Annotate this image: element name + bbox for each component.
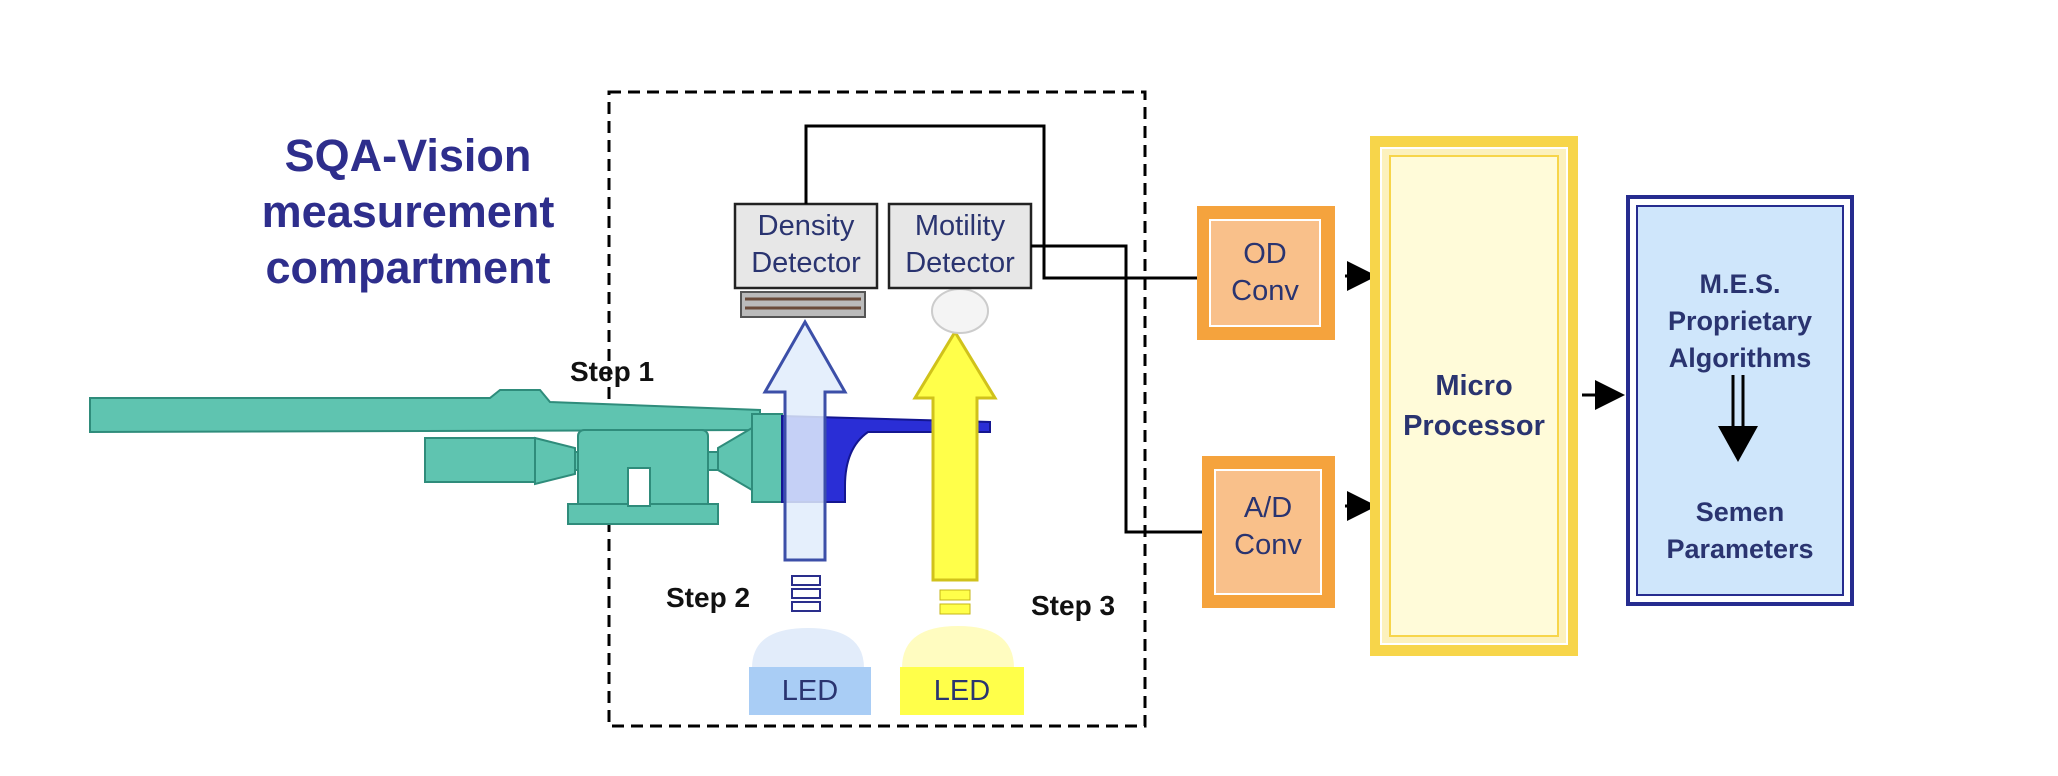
blue-led-label: LED — [781, 675, 839, 707]
motility-lens — [931, 288, 989, 334]
signal-wiring — [804, 124, 1202, 534]
algorithms-line-3: Algorithms — [1668, 343, 1812, 373]
od-converter — [1197, 206, 1335, 340]
ad-converter-line-1: A/D — [1243, 492, 1293, 524]
step-3-label: Step 3 — [1031, 590, 1116, 621]
algorithms-label: M.E.S. Proprietary Algorithms — [1637, 266, 1843, 377]
semen-parameters-label: Semen Parameters — [1637, 494, 1843, 568]
semen-parameters-line-1: Semen — [1695, 497, 1785, 527]
od-converter-label: OD Conv — [1210, 236, 1320, 310]
ad-converter — [1202, 456, 1335, 608]
compartment-title: SQA-Vision measurement compartment — [228, 128, 588, 296]
step-1-label: Step 1 — [570, 356, 655, 387]
algorithms-line-2: Proprietary — [1667, 306, 1813, 336]
testing-device — [89, 389, 783, 525]
algorithms-output-arrow — [1718, 375, 1758, 462]
processor-line-2: Processor — [1403, 410, 1545, 442]
processor-label: Micro Processor — [1390, 366, 1558, 446]
density-detector-line-2: Detector — [751, 247, 861, 279]
motility-detector-line-1: Motility — [914, 210, 1006, 242]
blue-led — [749, 667, 871, 715]
density-light-arrow — [762, 318, 848, 562]
step-2-label: Step 2 — [666, 582, 751, 613]
yellow-led-dome — [902, 626, 1014, 668]
yellow-led — [900, 667, 1024, 715]
title-line-2: measurement — [261, 186, 555, 237]
motility-light-arrow — [912, 329, 998, 615]
motility-detector-label: Motility Detector — [889, 208, 1031, 282]
algorithms-box — [1626, 195, 1854, 606]
density-detector-label: Density Detector — [735, 208, 877, 282]
algorithms-line-1: M.E.S. — [1699, 269, 1781, 299]
semen-parameters-line-2: Parameters — [1666, 534, 1814, 564]
title-line-3: compartment — [265, 242, 551, 293]
processor-line-1: Micro — [1435, 370, 1513, 402]
title-line-1: SQA-Vision — [284, 130, 532, 181]
blue-led-dome — [752, 628, 864, 668]
ad-converter-line-2: Conv — [1234, 529, 1302, 561]
ad-converter-label: A/D Conv — [1215, 490, 1321, 564]
sample-chamber — [781, 414, 991, 503]
motility-detector — [887, 202, 1033, 290]
density-detector-line-1: Density — [757, 210, 855, 242]
yellow-led-label: LED — [933, 675, 991, 707]
density-sensor-plate — [740, 291, 866, 318]
micro-processor — [1370, 136, 1578, 656]
density-optics — [791, 575, 821, 612]
motility-detector-line-2: Detector — [905, 247, 1015, 279]
od-converter-line-1: OD — [1243, 238, 1287, 270]
od-converter-line-2: Conv — [1231, 275, 1299, 307]
